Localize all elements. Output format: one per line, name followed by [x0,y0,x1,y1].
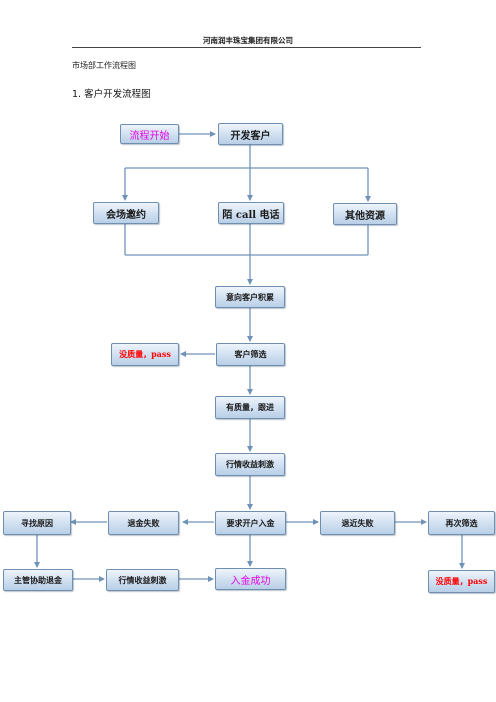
node-refilter: 再次筛选 [428,511,495,535]
node-other-resources: 其他资源 [333,203,397,225]
node-quality-follow-up: 有质量，跟进 [215,396,285,419]
node-start: 流程开始 [120,124,179,144]
section-heading: 1. 客户开发流程图 [72,89,151,100]
header-divider [72,47,421,48]
node-accumulate-prospects: 意向客户积累 [215,286,285,308]
node-find-reason: 寻找原因 [3,511,71,535]
node-cold-call: 陌 call 电话 [218,202,284,224]
company-header: 河南润丰珠宝集团有限公司 [203,36,293,45]
node-withdraw-fail: 退金失败 [108,511,179,535]
node-venue-invite: 会场邀约 [93,202,159,224]
node-supervisor-help: 主管协助退金 [3,569,73,591]
node-customer-filter: 客户筛选 [216,343,285,366]
document-heading: 市场部工作流程图 [72,61,136,70]
node-deposit-success: 入金成功 [215,568,286,590]
node-no-quality-pass-1: 没质量，pass [111,343,179,366]
node-develop-customer: 开发客户 [218,123,283,145]
node-no-quality-pass-2: 没质量，pass [428,570,495,593]
node-market-stimulus-2: 行情收益刺激 [106,569,179,591]
node-recent-fail: 退近失败 [320,511,395,535]
node-request-deposit: 要求开户入金 [215,511,286,535]
node-market-stimulus-1: 行情收益刺激 [215,453,285,476]
